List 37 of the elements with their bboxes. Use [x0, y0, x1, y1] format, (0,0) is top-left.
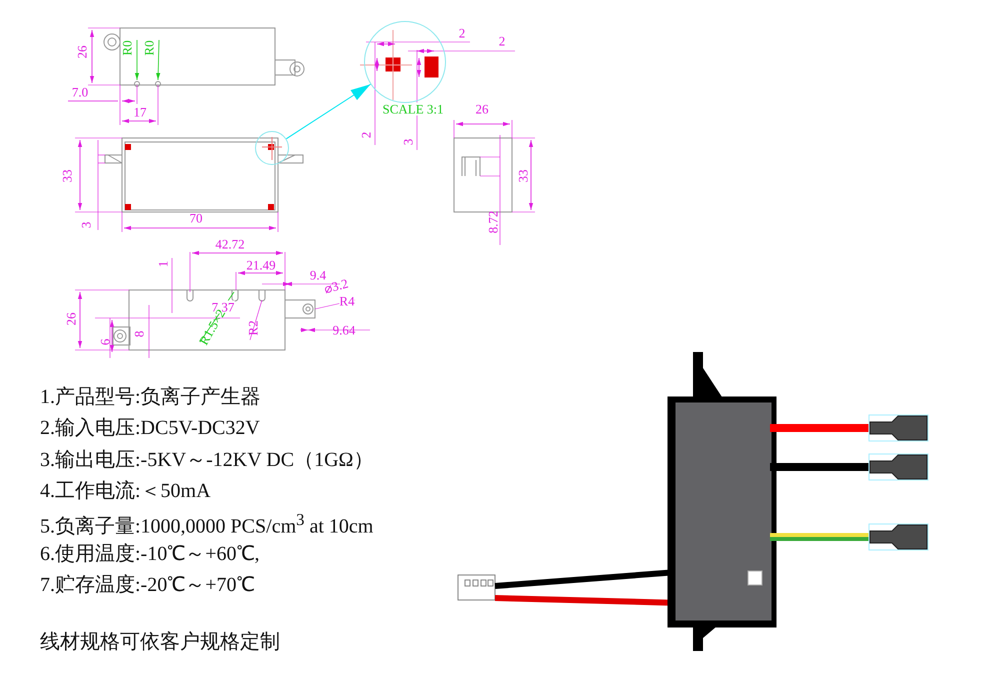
dimension-label: 2 [458, 26, 466, 40]
dimension-label: 9.4 [310, 268, 326, 282]
dimension-label: 6 [98, 338, 112, 346]
note-text: 线材规格可依客户规格定制 [40, 632, 280, 652]
dimension-label: 7.0 [72, 86, 88, 98]
scale-label: SCALE 3:1 [382, 102, 444, 116]
dimension-label: 26 [476, 102, 488, 116]
spec-line: 4.工作电流:＜50mA [40, 480, 211, 501]
dimension-label: 70 [190, 212, 202, 224]
dimension-label: 26 [64, 312, 78, 326]
dimension-label: 8 [132, 330, 146, 338]
dimension-label: 1 [156, 260, 170, 268]
spec-line: 1.产品型号:负离子产生器 [40, 387, 261, 407]
spec-line: 3.输出电压:-5KV～-12KV DC（1GΩ） [40, 450, 374, 470]
dimension-label: 33 [60, 170, 74, 182]
dimension-label: 3 [80, 222, 92, 228]
dimension-label: R4 [339, 294, 355, 308]
dimension-label: 8.72 [486, 210, 500, 234]
dimension-label: 2 [498, 34, 506, 48]
spec-line: 2.输入电压:DC5V-DC32V [40, 418, 260, 438]
dimension-label: 2 [360, 132, 372, 138]
dimension-label: 26 [76, 46, 88, 58]
radius-label: R0 [142, 40, 156, 56]
dimension-label: R2 [246, 320, 260, 336]
dimension-label: 21.49 [246, 258, 276, 272]
radius-label: R0 [120, 40, 134, 56]
dimension-label: 17 [134, 106, 146, 118]
spec-line: 6.使用温度:-10℃～+60℃, [40, 544, 260, 564]
dimension-label: 9.64 [332, 324, 356, 336]
spec-line: 5.负离子量:1000,0000 PCS/cm$^{3}$ at 10cm [40, 512, 374, 537]
dimension-label: 3 [402, 138, 414, 146]
dimension-label: 42.72 [215, 238, 245, 250]
detail-view-circle [364, 21, 446, 103]
detail-callout-arrow [286, 84, 372, 140]
detail-marker-circle [255, 131, 289, 165]
spec-line: 7.贮存温度:-20℃～+70℃ [40, 574, 254, 595]
dimension-label: 33 [516, 170, 530, 182]
